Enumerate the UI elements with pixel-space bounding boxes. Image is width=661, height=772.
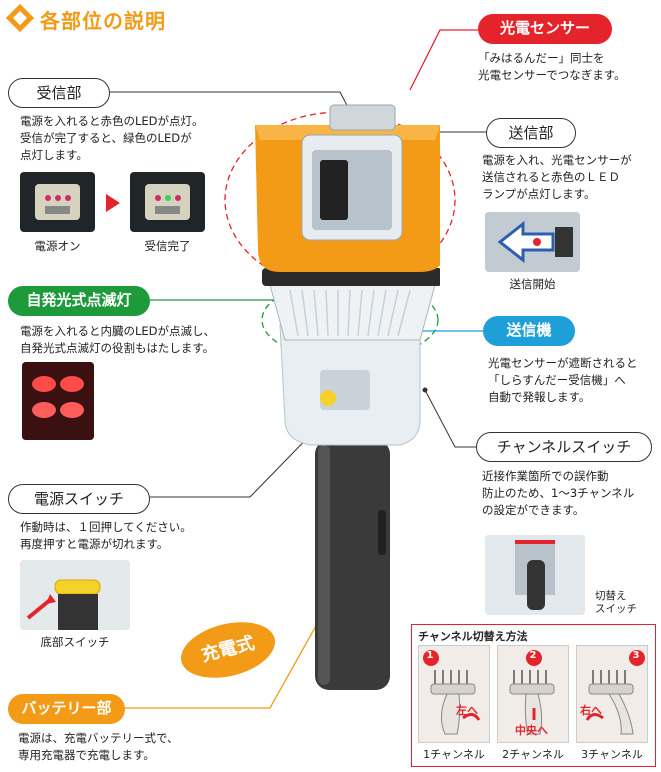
channel-switch-photo xyxy=(485,535,585,615)
transmitter-photo xyxy=(485,212,580,272)
channel-step-3-direction: 右へ xyxy=(580,704,602,717)
transmitter-unit-description: 光電センサーが遮断されると 「しらすんだー受信機」へ 自動で発報します。 xyxy=(488,356,638,404)
optical-sensor-label: 光電センサー xyxy=(478,14,612,44)
channel-step-2-direction: 中央へ xyxy=(515,724,548,737)
receiver-complete-photo xyxy=(130,172,205,232)
transmitter-unit-label: 送信機 xyxy=(483,316,575,346)
battery-label: バッテリー部 xyxy=(8,694,125,724)
transmitter-description: 電源を入れ、光電センサーが 送信されると赤色のＬＥＤ ランプが点灯します。 xyxy=(482,153,632,201)
section-title: 各部位の説明 xyxy=(40,9,166,33)
arrow-right-icon xyxy=(106,194,120,212)
power-switch-photo xyxy=(20,560,130,630)
channel-step-1-direction: 左へ xyxy=(456,704,478,717)
channel-step-1-caption: 1チャンネル xyxy=(423,748,485,761)
battery-description: 電源は、充電バッテリー式で、 専用充電器で充電します。 xyxy=(18,731,179,762)
receiver-power-on-caption: 電源オン xyxy=(34,239,81,253)
flasher-photo xyxy=(22,362,94,440)
transmitter-caption: 送信開始 xyxy=(509,277,556,291)
channel-method-title: チャンネル切替え方法 xyxy=(418,630,528,643)
receiver-description: 電源を入れると赤色のLEDが点灯。 受信が完了すると、緑色のLEDが 点灯します… xyxy=(20,114,204,162)
channel-switch-label: チャンネルスイッチ xyxy=(476,432,652,462)
flasher-label: 自発光式点滅灯 xyxy=(8,286,150,316)
receiver-power-on-photo xyxy=(20,172,95,232)
power-switch-caption: 底部スイッチ xyxy=(40,635,110,649)
channel-step-1-number: 1 xyxy=(426,650,434,661)
receiver-complete-caption: 受信完了 xyxy=(144,239,191,253)
channel-switch-photo-caption: 切替え スイッチ xyxy=(595,590,637,615)
channel-step-2-caption: 2チャンネル xyxy=(502,748,564,761)
optical-sensor-description: 「みはるんだー」同士を 光電センサーでつなぎます。 xyxy=(478,51,626,82)
channel-switch-description: 近接作業箇所での誤作動 防止のため、1～3チャンネル の設定ができます。 xyxy=(482,469,635,517)
channel-step-3-caption: 3チャンネル xyxy=(581,748,643,761)
transmitter-label: 送信部 xyxy=(486,118,576,148)
channel-step-3 xyxy=(576,645,648,743)
flasher-description: 電源を入れると内臓のLEDが点滅し、 自発光式点滅灯の役割もはたします。 xyxy=(20,324,216,355)
channel-step-1 xyxy=(418,645,490,743)
receiver-label: 受信部 xyxy=(8,78,110,108)
channel-step-3-number: 3 xyxy=(632,650,640,661)
power-switch-label: 電源スイッチ xyxy=(8,484,150,514)
device-illustration xyxy=(255,104,440,690)
section-title-background xyxy=(0,2,175,34)
power-switch-description: 作動時は、１回押してください。 再度押すと電源が切れます。 xyxy=(20,520,192,551)
channel-step-2 xyxy=(497,645,569,743)
channel-step-2-number: 2 xyxy=(529,650,537,661)
